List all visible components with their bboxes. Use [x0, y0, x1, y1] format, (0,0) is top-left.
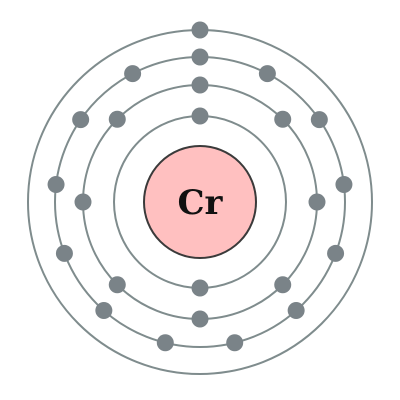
electron-shell-1-2	[191, 279, 209, 297]
electron-shell-3-11	[47, 176, 65, 194]
electron-shell-2-5	[191, 310, 209, 328]
electron-shell-3-7	[226, 334, 244, 352]
electron-shell-2-1	[191, 76, 209, 94]
nucleus-circle	[143, 145, 257, 259]
nucleus: Cr	[143, 145, 257, 259]
electron-shell-2-2	[274, 110, 292, 128]
electron-shell-3-2	[258, 65, 276, 83]
electron-shell-2-6	[108, 276, 126, 294]
electron-shell-2-8	[108, 110, 126, 128]
electron-shell-3-10	[55, 244, 73, 262]
electron-shell-2-4	[274, 276, 292, 294]
electron-shell-3-9	[95, 302, 113, 320]
electrons	[47, 21, 353, 352]
electron-shell-3-3	[310, 111, 328, 129]
element-symbol: Cr	[178, 183, 224, 223]
electron-shell-3-12	[72, 111, 90, 129]
electron-shell-3-6	[287, 302, 305, 320]
electron-shell-3-5	[327, 244, 345, 262]
electron-shell-3-4	[335, 176, 353, 194]
electron-shell-1-1	[191, 107, 209, 125]
electron-shell-2-3	[308, 193, 326, 211]
electron-shell-4-1	[191, 21, 209, 39]
electron-shell-3-13	[124, 65, 142, 83]
electron-shell-3-1	[191, 48, 209, 66]
electron-shell-3-8	[156, 334, 174, 352]
electron-shell-2-7	[74, 193, 92, 211]
